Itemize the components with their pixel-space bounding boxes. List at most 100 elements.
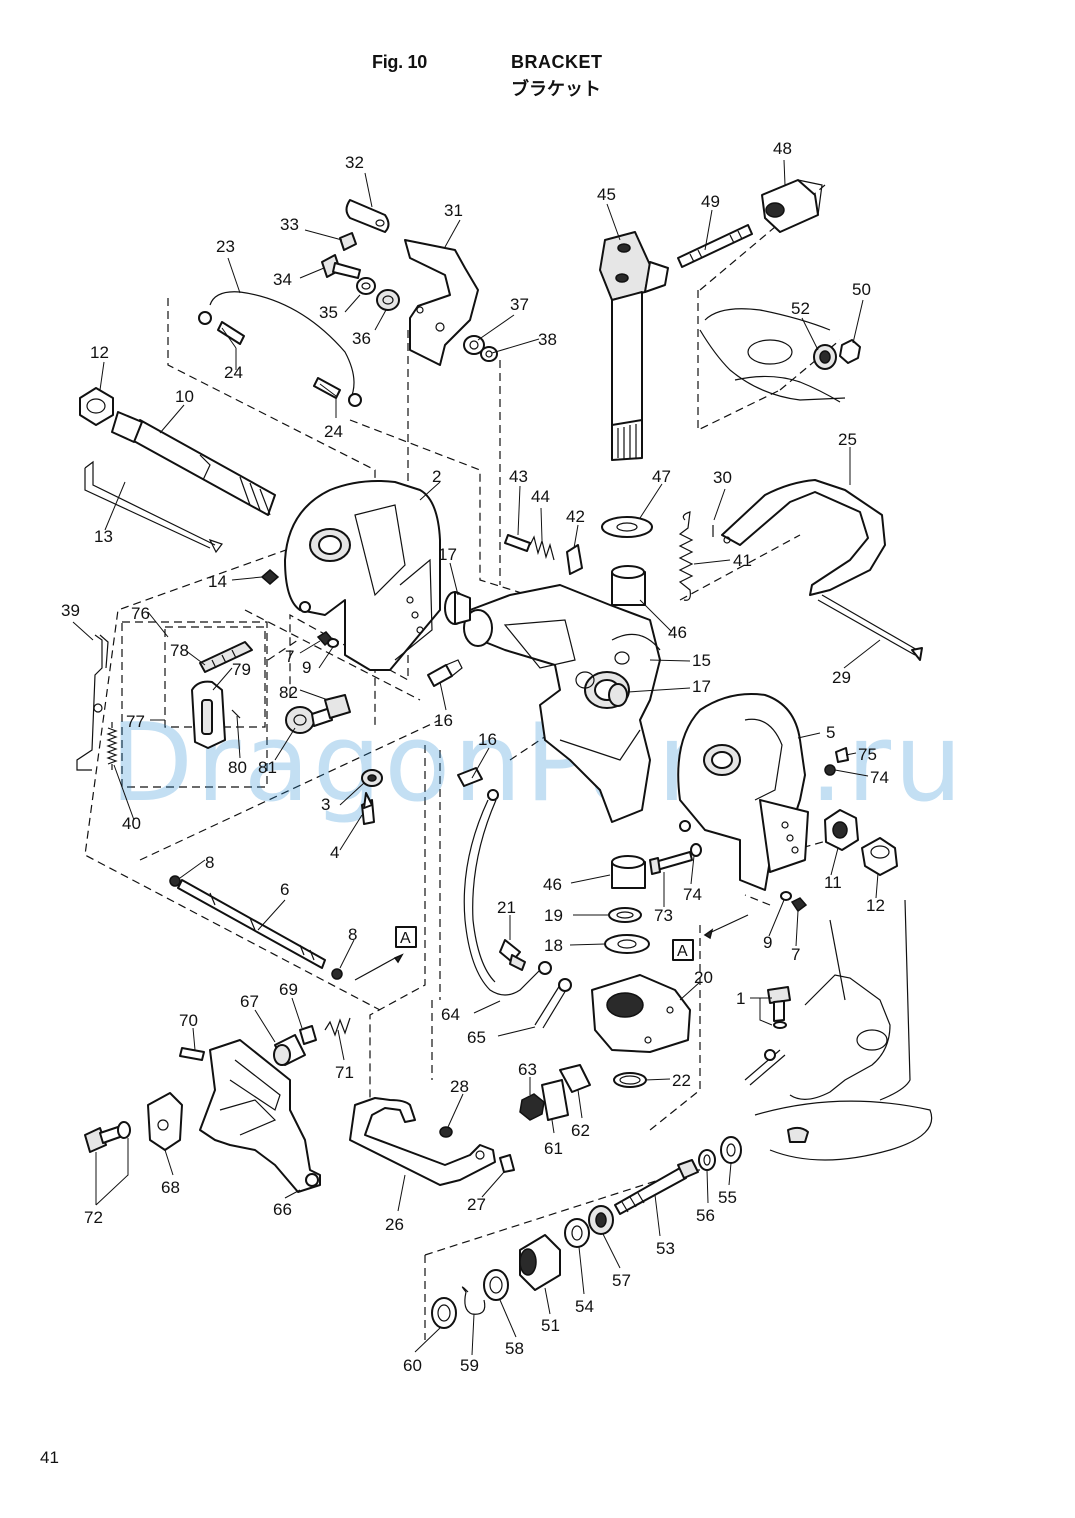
lower-right-bracket-outline [744, 899, 933, 1161]
part-5-stern-bracket-right [677, 693, 809, 891]
callout-80: 80 [228, 758, 247, 777]
callout-2: 2 [432, 467, 441, 486]
part-35-washer [356, 277, 376, 295]
callout-18: 18 [544, 936, 563, 955]
callout-69: 69 [279, 980, 298, 999]
part-75-clip [835, 747, 849, 763]
part-32-link [345, 199, 390, 233]
callout-70: 70 [179, 1011, 198, 1030]
callout-5: 5 [826, 723, 835, 742]
part-28-washer [439, 1126, 453, 1138]
part-38-washer [480, 346, 498, 362]
callout-3: 3 [321, 795, 330, 814]
part-40-spring [106, 722, 118, 770]
part-64-ground-wire [463, 789, 552, 996]
part-47-washer [601, 516, 653, 538]
callout-36: 36 [352, 329, 371, 348]
part-46-bushing-lower [611, 855, 646, 889]
part-34-bolt [321, 254, 361, 279]
callout-81: 81 [258, 758, 277, 777]
callout-74-upper: 74 [870, 768, 889, 787]
part-24-screw-upper [217, 321, 245, 345]
part-46-bushing-upper [611, 565, 646, 606]
callout-19: 19 [544, 906, 563, 925]
part-65-ground-wire [534, 978, 572, 1029]
callout-25: 25 [838, 430, 857, 449]
callout-58: 58 [505, 1339, 524, 1358]
part-62-clip [559, 1064, 591, 1093]
part-81-roller [285, 706, 333, 734]
callout-41: 41 [733, 551, 752, 570]
callout-labels: 1 2 3 4 5 6 7 7 8 8 9 9 10 11 12 12 13 1… [61, 139, 889, 1375]
callout-24-lower: 24 [324, 422, 343, 441]
callout-77: 77 [126, 712, 145, 731]
callout-61: 61 [544, 1139, 563, 1158]
part-24-screw-lower [313, 377, 341, 399]
callout-65: 65 [467, 1028, 486, 1047]
part-8-washer-left [169, 875, 181, 887]
callout-8-left: 8 [205, 853, 214, 872]
part-59-snap-ring [461, 1286, 486, 1315]
callout-57: 57 [612, 1271, 631, 1290]
part-3-collar [361, 769, 383, 787]
part-37-washer [463, 335, 485, 355]
part-7-nut-right [790, 897, 808, 913]
part-50-nut [839, 339, 861, 364]
callout-1: 1 [736, 989, 745, 1008]
callout-24-upper: 24 [224, 363, 243, 382]
callout-20: 20 [694, 968, 713, 987]
callout-22: 22 [672, 1071, 691, 1090]
callout-64: 64 [441, 1005, 460, 1024]
callout-13: 13 [94, 527, 113, 546]
callout-21: 21 [497, 898, 516, 917]
callout-46-upper: 46 [668, 623, 687, 642]
callout-71: 71 [335, 1063, 354, 1082]
callout-67: 67 [240, 992, 259, 1011]
figure-title: BRACKET [511, 52, 603, 72]
callout-4: 4 [330, 843, 339, 862]
part-74-washer-lower [690, 843, 702, 857]
part-20-swivel-housing [591, 974, 691, 1053]
callout-63: 63 [518, 1060, 537, 1079]
reference-marker-right-text: A [677, 943, 688, 960]
figure-subtitle-japanese: ブラケット [511, 79, 601, 100]
callout-16-lower: 16 [478, 730, 497, 749]
callout-11: 11 [824, 873, 842, 892]
callout-9-right: 9 [763, 933, 772, 952]
callout-23: 23 [216, 237, 235, 256]
callout-43: 43 [509, 467, 528, 486]
callout-44: 44 [531, 487, 550, 506]
part-54-washer [564, 1218, 590, 1248]
part-78-spring [199, 641, 253, 673]
part-17-bushing-right [608, 683, 628, 707]
callout-59: 59 [460, 1356, 479, 1375]
callout-6: 6 [280, 880, 289, 899]
part-42-pad [566, 544, 583, 575]
callout-26: 26 [385, 1215, 404, 1234]
callout-28: 28 [450, 1077, 469, 1096]
part-74-washer-upper [824, 764, 836, 776]
callout-7-right: 7 [791, 945, 800, 964]
callout-37: 37 [510, 295, 529, 314]
callout-32: 32 [345, 153, 364, 172]
part-16-grease-nipple-upper [427, 659, 463, 687]
part-10-tilt-tube [111, 411, 276, 516]
callout-60: 60 [403, 1356, 422, 1375]
page-number: 41 [40, 1448, 59, 1467]
part-19-washer [608, 907, 642, 923]
callout-10: 10 [175, 387, 194, 406]
part-82-bolt [324, 694, 351, 719]
part-72-bolt [84, 1121, 131, 1153]
callout-30: 30 [713, 468, 732, 487]
reference-marker-left-text: A [400, 930, 411, 947]
part-45-swivel-shaft [599, 231, 669, 461]
part-67-collar [273, 1034, 306, 1066]
callout-12-right: 12 [866, 896, 885, 915]
callout-53: 53 [656, 1239, 675, 1258]
callout-66: 66 [273, 1200, 292, 1219]
callout-56: 56 [696, 1206, 715, 1225]
part-61-plate [541, 1079, 569, 1121]
part-55-washer [720, 1136, 742, 1164]
callout-33: 33 [280, 215, 299, 234]
part-14-grease-nipple [260, 569, 280, 585]
